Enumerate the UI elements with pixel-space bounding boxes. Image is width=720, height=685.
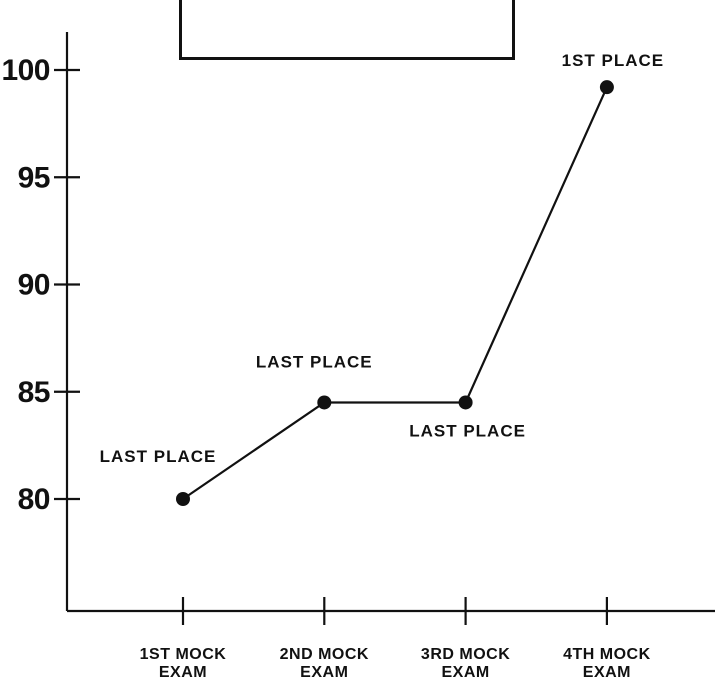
point-annotation: LAST PLACE <box>409 421 526 440</box>
x-category-label-line1: 1ST MOCK <box>140 646 227 663</box>
y-tick-label: 90 <box>18 269 50 302</box>
data-point <box>176 492 190 506</box>
data-point <box>317 395 332 410</box>
x-category-label-line2: EXAM <box>583 664 631 681</box>
y-tick-label: 95 <box>18 161 50 194</box>
data-line <box>182 86 608 500</box>
y-tick-label: 80 <box>18 483 50 516</box>
x-category-label-line2: EXAM <box>159 664 207 681</box>
data-point <box>458 395 473 410</box>
y-tick-label: 85 <box>18 376 50 409</box>
point-annotation: 1ST PLACE <box>562 51 665 70</box>
x-category-label-line2: EXAM <box>441 664 489 681</box>
y-tick-label: 100 <box>1 54 50 87</box>
point-annotation: LAST PLACE <box>256 352 373 371</box>
x-category-label-line1: 4TH MOCK <box>563 646 651 663</box>
x-category-label-line1: 3RD MOCK <box>421 646 510 663</box>
point-annotation: LAST PLACE <box>100 447 217 466</box>
cropped-title-box <box>179 0 515 60</box>
x-category-label-line2: EXAM <box>300 664 348 681</box>
x-category-label-line1: 2ND MOCK <box>280 646 369 663</box>
data-point <box>599 80 614 95</box>
